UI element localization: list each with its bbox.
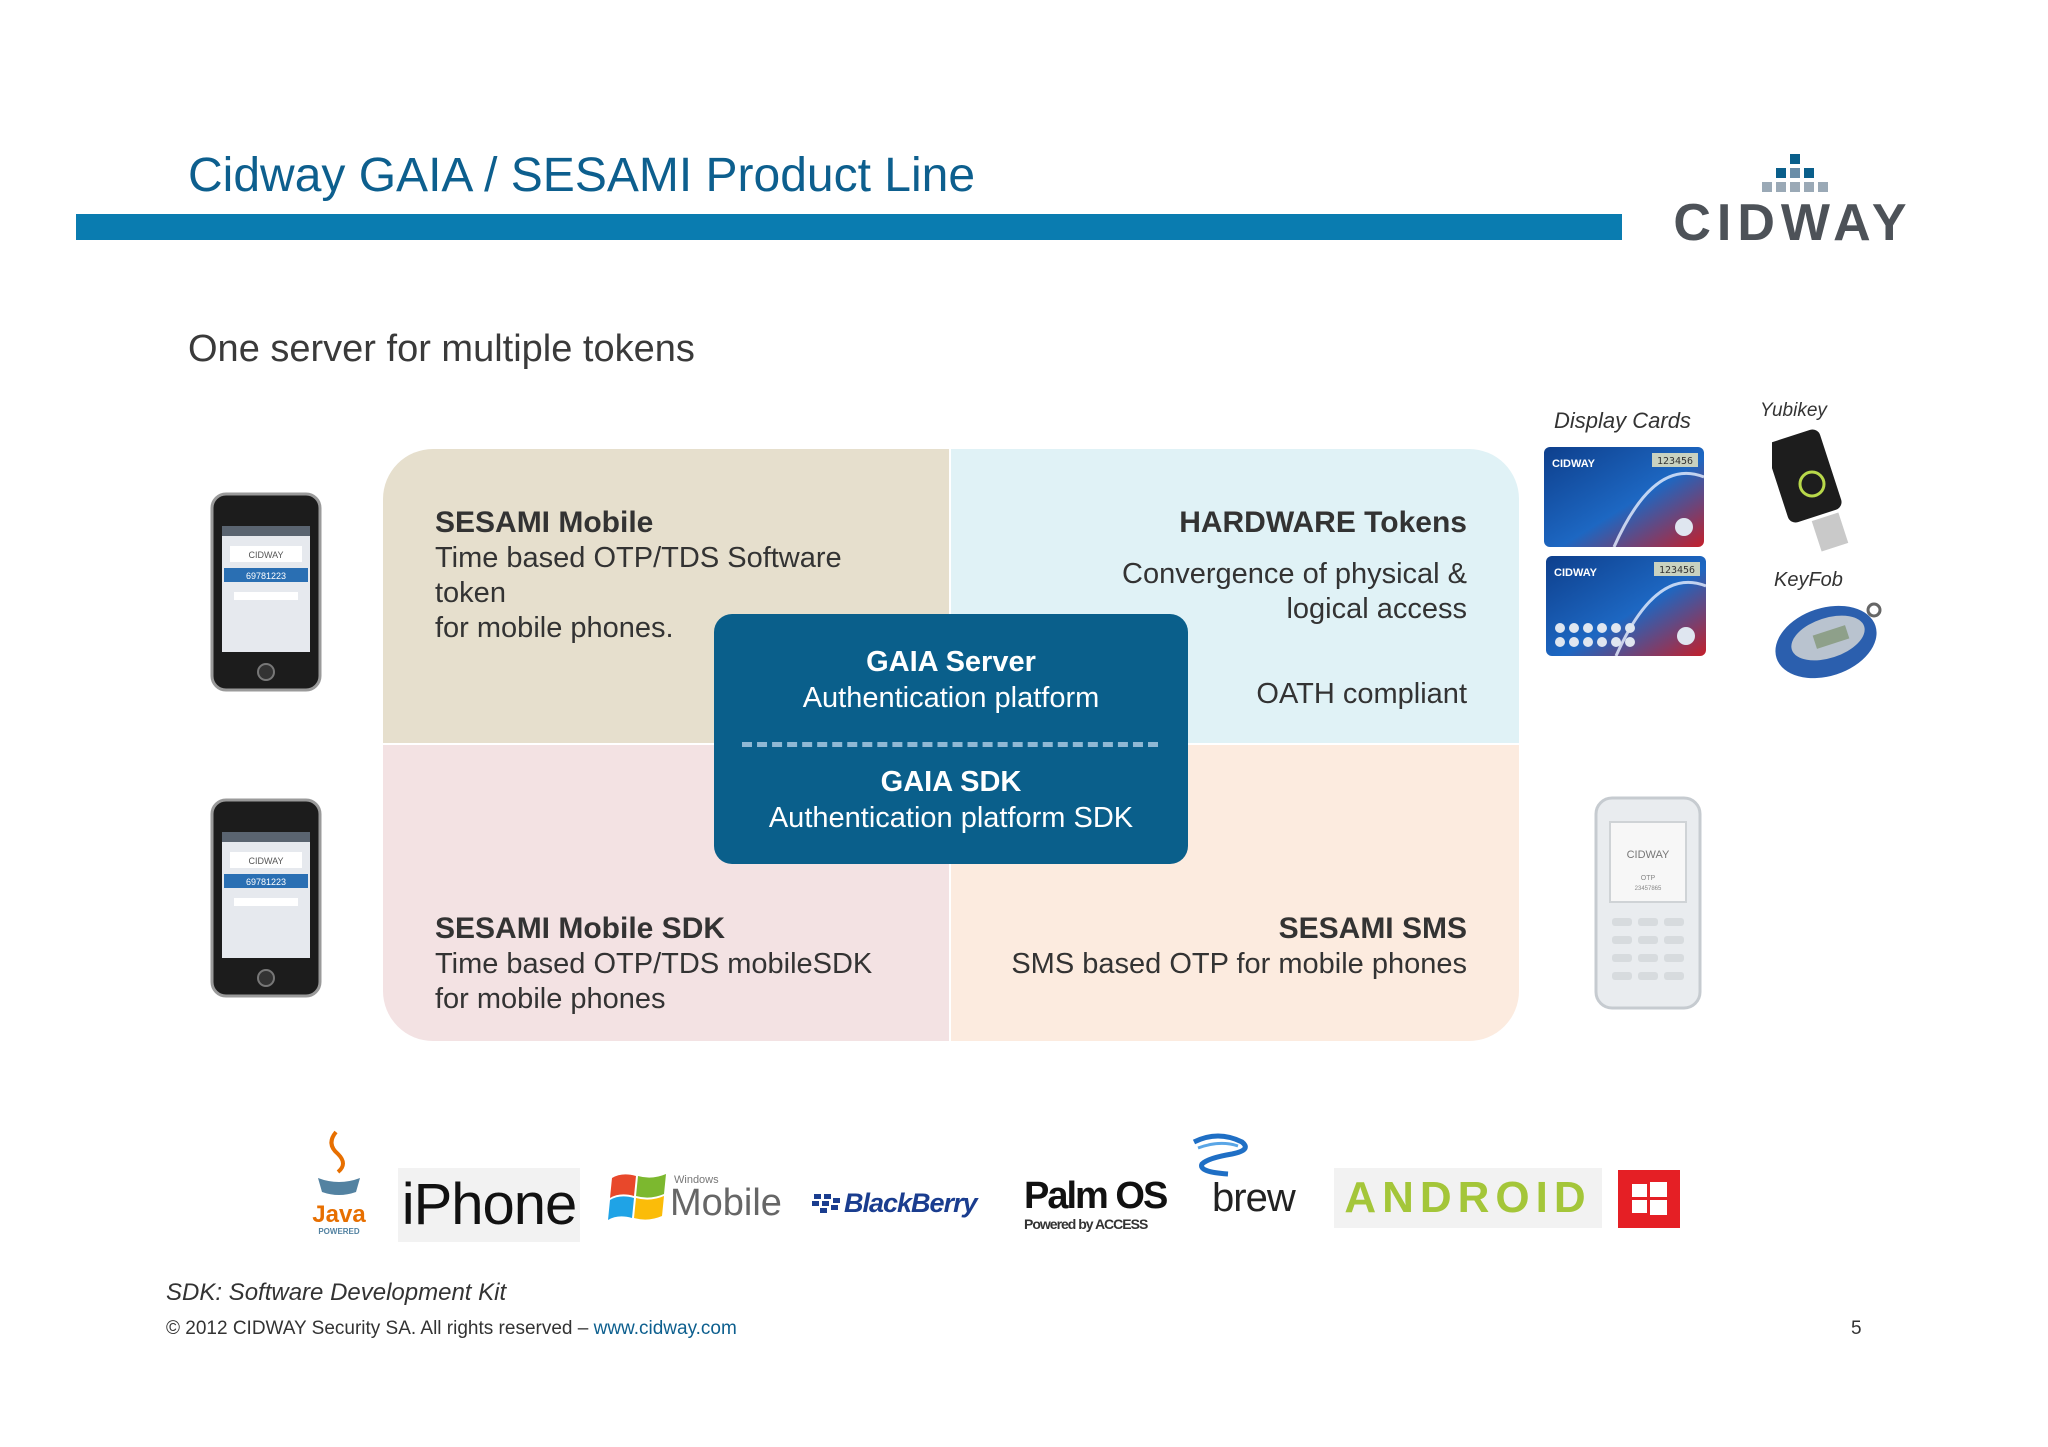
- smartphone-icon: CIDWAY 69781223: [210, 492, 322, 692]
- feature-phone-icon: CIDWAY OTP 23457865: [1594, 796, 1702, 1010]
- iphone-logo-text: iPhone: [401, 1172, 578, 1237]
- display-card-keypad-icon: CIDWAY 123456: [1546, 556, 1706, 656]
- quadrant-text: Convergence of physical &: [1122, 558, 1467, 590]
- java-logo: Java POWERED: [306, 1128, 372, 1248]
- android-logo: ANDROID: [1334, 1168, 1602, 1228]
- yubikey-icon: [1772, 429, 1849, 552]
- display-card-icon: CIDWAY 123456: [1544, 447, 1704, 547]
- phone-screen-code: 69781223: [246, 571, 286, 581]
- quadrant-heading: HARDWARE Tokens: [1179, 506, 1467, 539]
- quadrant-sesami-mobile: SESAMI Mobile Time based OTP/TDS Softwar…: [383, 449, 949, 743]
- blackberry-logo-text: BlackBerry: [844, 1188, 978, 1218]
- java-logo-text: Java: [312, 1201, 366, 1228]
- sms-phone-otp: OTP: [1641, 875, 1656, 882]
- dashed-divider: [742, 742, 1158, 747]
- card-code: 123456: [1657, 456, 1693, 467]
- keyfob-icon: [1775, 602, 1882, 679]
- yubikey-label: Yubikey: [1760, 400, 1827, 421]
- keyfob-label: KeyFob: [1774, 569, 1843, 591]
- palm-os-logo: Palm OS Powered by ACCESS: [1024, 1176, 1168, 1240]
- blackberry-icon: [812, 1194, 840, 1213]
- quadrant-text: logical access: [1286, 593, 1467, 625]
- palm-os-logo-text: Palm OS: [1024, 1175, 1168, 1217]
- gaia-sdk-subtitle: Authentication platform SDK: [768, 802, 1134, 834]
- cidway-logo: CIDWAY: [1668, 150, 1918, 252]
- android-logo-text: ANDROID: [1344, 1173, 1592, 1222]
- windows-mobile-logo: Windows Mobile: [608, 1164, 784, 1230]
- gaia-server-title: GAIA Server: [866, 646, 1036, 678]
- smartphone-icon: CIDWAY 69781223: [210, 798, 322, 998]
- sms-phone-brand: CIDWAY: [1627, 849, 1670, 861]
- brew-logo-text: brew: [1212, 1176, 1296, 1220]
- gaia-server-subtitle: Authentication platform: [802, 682, 1100, 714]
- iphone-logo: iPhone: [398, 1168, 580, 1242]
- slide-subtitle: One server for multiple tokens: [188, 328, 695, 370]
- quadrant-text: Time based OTP/TDS mobileSDK: [435, 948, 873, 980]
- brew-swirl-icon: [1192, 1133, 1248, 1177]
- quadrant-heading: SESAMI SMS: [1278, 912, 1467, 945]
- gaia-center-box: GAIA Server Authentication platform GAIA…: [714, 614, 1188, 864]
- sms-phone-code: 23457865: [1635, 886, 1662, 892]
- quadrant-heading: SESAMI Mobile: [435, 506, 654, 539]
- card-brand: CIDWAY: [1554, 567, 1598, 579]
- windows-phone-icon: [1618, 1170, 1680, 1228]
- palm-os-subtext: Powered by ACCESS: [1024, 1216, 1148, 1232]
- java-logo-subtext: POWERED: [318, 1227, 360, 1236]
- blackberry-logo: BlackBerry: [812, 1186, 994, 1226]
- page-title: Cidway GAIA / SESAMI Product Line: [188, 149, 976, 202]
- windows-flag-icon: [608, 1174, 666, 1220]
- card-brand: CIDWAY: [1552, 458, 1596, 470]
- page-number: 5: [1851, 1318, 1862, 1339]
- copyright-line: © 2012 CIDWAY Security SA. All rights re…: [166, 1318, 737, 1340]
- quadrant-hardware-tokens: HARDWARE Tokens Convergence of physical …: [951, 449, 1519, 743]
- card-code: 123456: [1659, 565, 1695, 576]
- java-cup-icon: [318, 1130, 360, 1195]
- quadrant-text: for mobile phones.: [435, 612, 674, 644]
- phone-screen-brand: CIDWAY: [249, 550, 284, 560]
- cidway-logo-text: CIDWAY: [1673, 194, 1912, 250]
- quadrant-text: for mobile phones: [435, 983, 666, 1015]
- quadrant-text: OATH compliant: [1256, 678, 1467, 710]
- windows-small-text: Windows: [674, 1174, 719, 1186]
- cidway-logo-mark: CIDWAY: [1673, 154, 1912, 252]
- gaia-sdk-title: GAIA SDK: [880, 766, 1022, 798]
- website-link[interactable]: www.cidway.com: [593, 1318, 737, 1339]
- copyright-text: © 2012 CIDWAY Security SA. All rights re…: [166, 1318, 594, 1339]
- brew-logo: brew: [1188, 1132, 1322, 1224]
- quadrant-text: Time based OTP/TDS Software token: [435, 542, 842, 609]
- phone-screen-code: 69781223: [246, 877, 286, 887]
- title-underline-bar: [76, 214, 1622, 240]
- sdk-footnote: SDK: Software Development Kit: [166, 1279, 507, 1306]
- quadrant-text: SMS based OTP for mobile phones: [1011, 948, 1467, 980]
- windows-mobile-text: Mobile: [670, 1182, 782, 1224]
- quadrant-heading: SESAMI Mobile SDK: [435, 912, 726, 945]
- phone-screen-brand: CIDWAY: [249, 856, 284, 866]
- display-cards-label: Display Cards: [1554, 408, 1691, 433]
